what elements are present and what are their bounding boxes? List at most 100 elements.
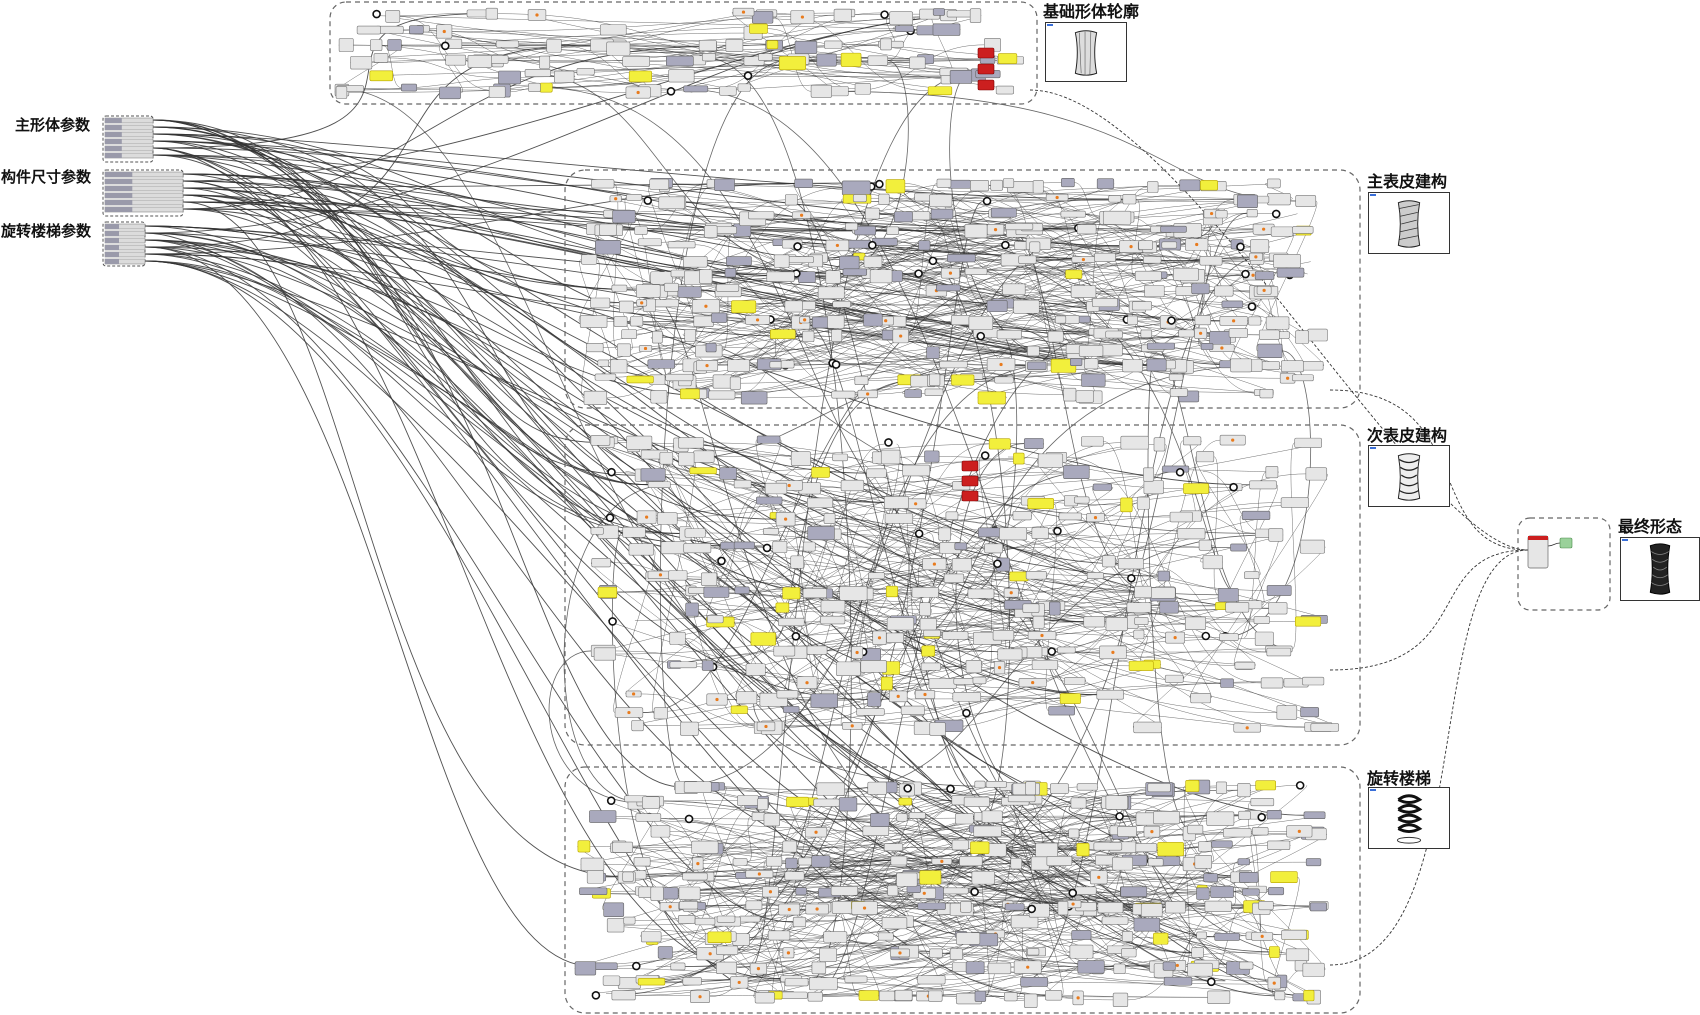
component-node[interactable] (904, 498, 927, 510)
component-node[interactable] (802, 330, 815, 343)
component-node[interactable] (1244, 571, 1260, 579)
component-node[interactable] (1059, 693, 1081, 704)
component-node[interactable] (1134, 617, 1149, 625)
component-node[interactable] (714, 178, 735, 191)
component-node[interactable] (1236, 242, 1245, 252)
component-node[interactable] (539, 55, 551, 69)
component-node[interactable] (1093, 842, 1123, 851)
component-node[interactable] (657, 946, 673, 959)
component-node[interactable] (1159, 601, 1179, 614)
component-node[interactable] (780, 991, 808, 999)
component-node[interactable] (603, 902, 625, 917)
component-node[interactable] (926, 346, 940, 359)
component-node[interactable] (922, 558, 947, 571)
component-node[interactable] (678, 886, 701, 900)
component-node[interactable] (780, 360, 795, 369)
component-node[interactable] (609, 195, 622, 203)
component-node[interactable] (762, 543, 772, 553)
component-node[interactable] (1302, 962, 1325, 977)
preview-base-contour[interactable] (1045, 22, 1127, 82)
component-node[interactable] (725, 39, 744, 52)
component-node[interactable] (691, 299, 720, 314)
component-node[interactable] (1048, 706, 1075, 716)
component-node[interactable] (693, 315, 714, 327)
component-node[interactable] (749, 962, 768, 975)
component-node[interactable] (706, 693, 728, 706)
component-node[interactable] (868, 240, 877, 250)
component-node[interactable] (1157, 842, 1184, 857)
component-node[interactable] (1276, 705, 1298, 720)
component-node[interactable] (941, 267, 960, 279)
component-node[interactable] (1229, 482, 1238, 492)
component-node[interactable] (857, 389, 878, 399)
component-node[interactable] (870, 812, 890, 827)
component-node[interactable] (916, 25, 935, 36)
component-node[interactable] (372, 9, 381, 19)
component-node[interactable] (970, 887, 979, 897)
component-node[interactable] (754, 992, 775, 1004)
component-node[interactable] (1178, 329, 1195, 338)
component-node[interactable] (625, 86, 651, 99)
component-node[interactable] (894, 25, 914, 33)
component-node[interactable] (889, 11, 913, 26)
component-node[interactable] (576, 68, 595, 76)
component-node[interactable] (670, 962, 686, 971)
component-node[interactable] (1147, 858, 1164, 867)
group-final[interactable] (1517, 517, 1611, 611)
component-node[interactable] (730, 705, 748, 714)
component-node[interactable] (928, 678, 957, 690)
component-node[interactable] (1045, 193, 1069, 202)
component-node[interactable] (1251, 932, 1274, 941)
component-node[interactable] (792, 211, 812, 219)
component-node[interactable] (878, 990, 895, 1002)
component-node[interactable] (707, 931, 732, 944)
component-node[interactable] (919, 870, 942, 885)
component-node[interactable] (764, 482, 788, 495)
component-node[interactable] (387, 39, 402, 51)
component-node[interactable] (642, 796, 660, 809)
component-node[interactable] (682, 977, 702, 986)
component-node[interactable] (1225, 602, 1250, 613)
component-node[interactable] (1254, 271, 1275, 280)
component-node[interactable] (628, 543, 654, 556)
component-node[interactable] (1074, 886, 1097, 895)
component-node[interactable] (1120, 886, 1148, 897)
component-node[interactable] (1182, 436, 1202, 446)
component-node[interactable] (1164, 674, 1184, 683)
component-node[interactable] (633, 857, 651, 867)
component-node[interactable] (356, 25, 381, 35)
component-node[interactable] (647, 481, 671, 488)
parameter-slider[interactable] (104, 223, 146, 230)
component-node[interactable] (1117, 826, 1137, 837)
component-node[interactable] (930, 208, 954, 220)
component-node[interactable] (711, 312, 728, 323)
component-node[interactable] (766, 271, 795, 282)
component-node[interactable] (842, 722, 863, 730)
component-node[interactable] (1048, 601, 1061, 616)
component-node[interactable] (1271, 209, 1281, 219)
component-node[interactable] (1270, 871, 1298, 884)
component-node[interactable] (1064, 677, 1086, 686)
component-node[interactable] (1050, 783, 1069, 794)
component-node[interactable] (795, 887, 807, 896)
preview-stair[interactable] (1368, 787, 1450, 849)
component-node[interactable] (1076, 783, 1098, 791)
component-node[interactable] (705, 342, 717, 353)
component-node[interactable] (1133, 917, 1161, 932)
component-node[interactable] (894, 989, 913, 1001)
component-node[interactable] (1206, 977, 1216, 987)
component-node[interactable] (974, 780, 986, 789)
component-node[interactable] (1146, 342, 1175, 350)
component-node[interactable] (651, 299, 679, 308)
component-node[interactable] (840, 52, 862, 67)
component-node[interactable] (682, 256, 708, 268)
component-node[interactable] (1143, 480, 1164, 495)
component-node[interactable] (1086, 572, 1104, 579)
component-node[interactable] (1025, 571, 1047, 580)
component-node[interactable] (805, 903, 829, 915)
component-node[interactable] (798, 857, 813, 866)
component-node[interactable] (1269, 946, 1280, 958)
component-node[interactable] (1177, 528, 1206, 540)
component-node[interactable] (1200, 342, 1214, 350)
component-node[interactable] (809, 977, 838, 991)
